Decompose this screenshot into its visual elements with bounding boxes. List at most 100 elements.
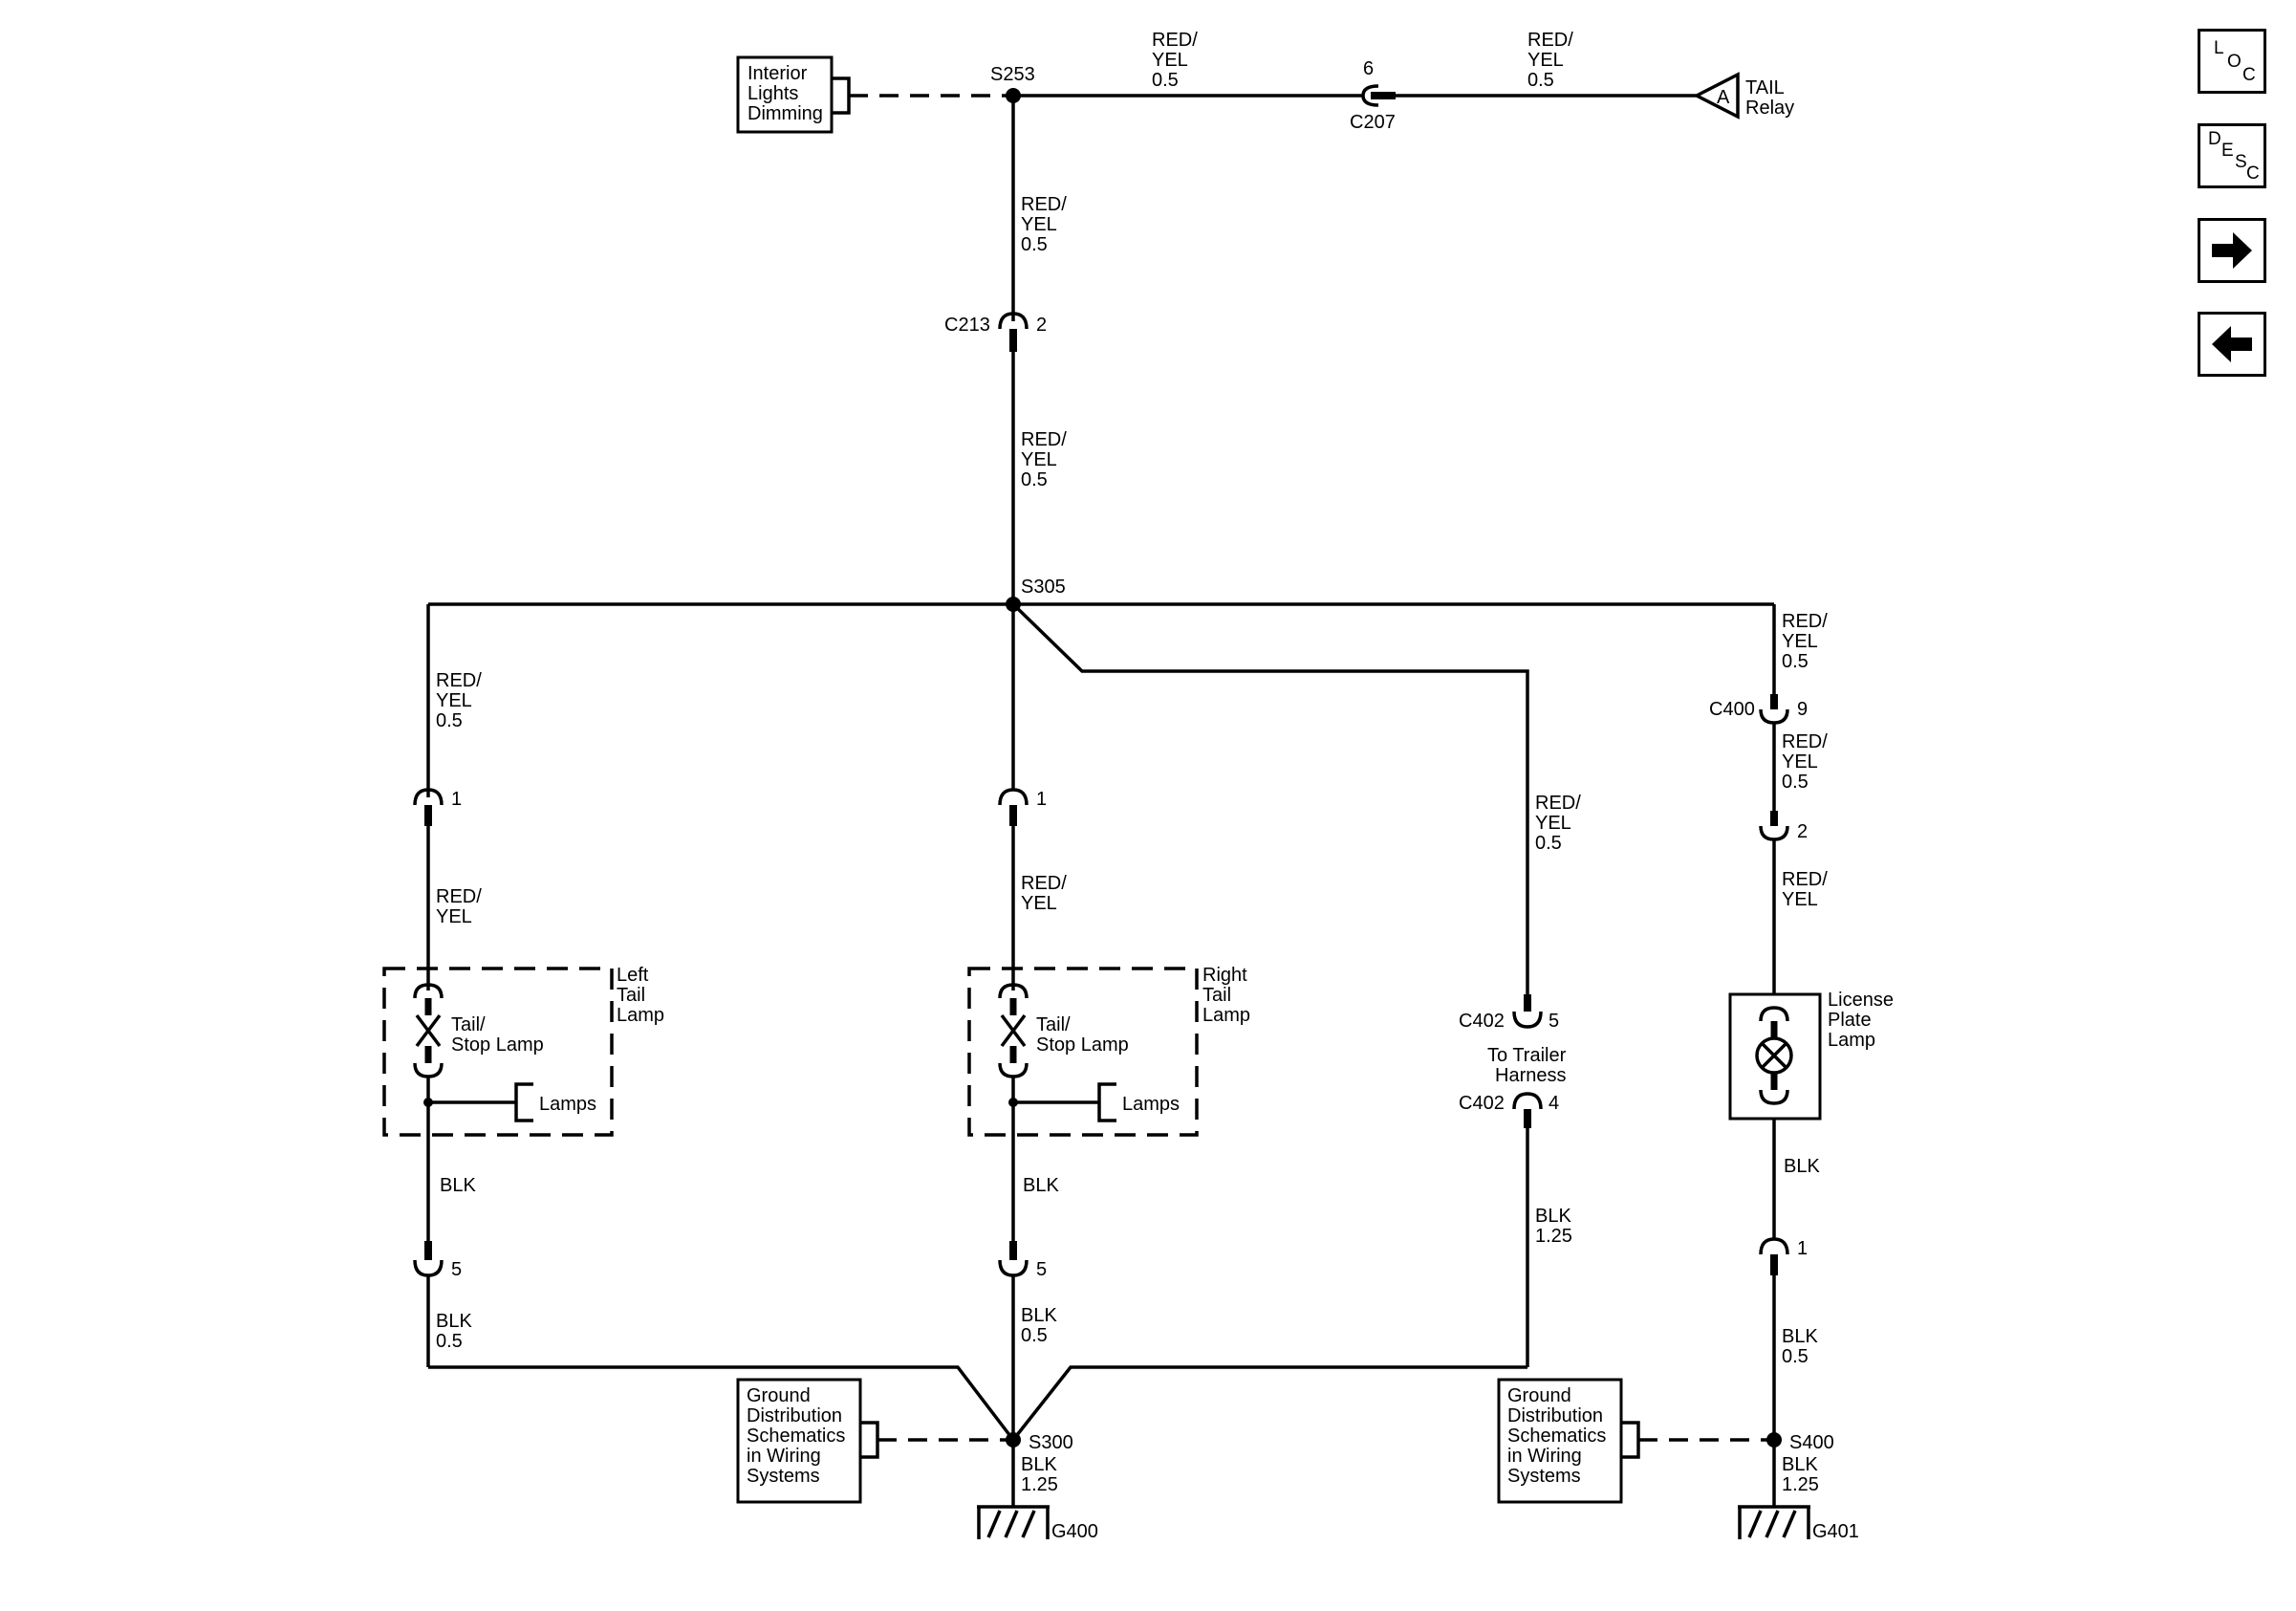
loc-button[interactable]: L O C	[2198, 29, 2266, 94]
s305-label: S305	[1021, 577, 1066, 598]
g401-label: G401	[1812, 1521, 1859, 1542]
wire-label-r1-1: RED/	[1782, 611, 1828, 632]
desc-letter-e: E	[2221, 141, 2234, 161]
wire-label-v2-3: 0.5	[1021, 469, 1048, 490]
wire-label-r1-3: 0.5	[1782, 651, 1809, 672]
ground-dist-right-3: Schematics	[1507, 1426, 1606, 1447]
wire-label-t1-3: 0.5	[1535, 833, 1562, 854]
wire-label-l2-1: RED/	[436, 886, 482, 907]
ground-dist-left-2: Distribution	[747, 1405, 842, 1426]
left-tail-lamp-box: Left Tail Lamp Tail/ Stop Lamp Lamps	[382, 965, 664, 1137]
trailer-harness-label-2: Harness	[1495, 1065, 1566, 1086]
wire-label-top1-3: 0.5	[1152, 70, 1179, 91]
wire-label-l3: BLK	[440, 1175, 476, 1196]
tail-relay-pin: A	[1717, 87, 1730, 108]
wire-label-l1-3: 0.5	[436, 710, 463, 731]
wire-label-t2-2: 1.25	[1535, 1226, 1572, 1247]
wire-label-m3: BLK	[1023, 1175, 1059, 1196]
left-lamps-label: Lamps	[539, 1094, 596, 1115]
c207-pin: 6	[1363, 58, 1374, 79]
right-tail-stop-label-1: Tail/	[1036, 1014, 1071, 1035]
interior-lights-label-2: Lights	[747, 83, 798, 104]
ground-dist-right-1: Ground	[1507, 1385, 1571, 1406]
loc-letter-o: O	[2227, 52, 2242, 72]
s400-label: S400	[1789, 1432, 1834, 1453]
c402-label-b: C402	[1459, 1093, 1505, 1114]
interior-lights-label-3: Dimming	[747, 103, 823, 124]
forward-button[interactable]	[2198, 218, 2266, 283]
wire-left-to-s300	[428, 1365, 1015, 1442]
wire-label-l4-2: 0.5	[436, 1331, 463, 1352]
right-tail-stop-label-2: Stop Lamp	[1036, 1034, 1129, 1056]
right-tail-lamp-label-1: Right	[1202, 965, 1247, 986]
wire-label-l4-1: BLK	[436, 1311, 472, 1332]
wire-label-l1-2: YEL	[436, 690, 472, 711]
left-conn-1-female	[413, 788, 444, 806]
right-lamps-label: Lamps	[1122, 1094, 1180, 1115]
wire-label-g400-2: 1.25	[1021, 1474, 1058, 1495]
license-plate-lamp-box: License Plate Lamp	[1728, 990, 1894, 1121]
mid-pin-5: 5	[1036, 1259, 1047, 1280]
ground-dist-right-2: Distribution	[1507, 1405, 1603, 1426]
wire-label-r2-2: YEL	[1782, 751, 1818, 773]
c400-b-female	[1759, 825, 1789, 841]
c402-b-female	[1512, 1092, 1543, 1110]
interior-lights-label-1: Interior	[747, 63, 808, 84]
splice-s400	[1766, 1432, 1782, 1448]
tail-relay-label-2: Relay	[1745, 98, 1794, 119]
wire-label-g400-1: BLK	[1021, 1454, 1057, 1475]
right-tail-lamp-box: Right Tail Lamp Tail/ Stop Lamp Lamps	[967, 965, 1250, 1137]
desc-letter-c: C	[2246, 163, 2260, 184]
wire-label-top2-2: YEL	[1527, 50, 1564, 71]
wire-label-r2-1: RED/	[1782, 731, 1828, 752]
wire-label-v1-1: RED/	[1021, 194, 1067, 215]
back-button[interactable]	[2198, 312, 2266, 377]
c400-pin2: 2	[1797, 821, 1808, 842]
s253-label: S253	[990, 64, 1035, 85]
c213-pin: 2	[1036, 315, 1047, 336]
ground-dist-left-4: in Wiring	[747, 1446, 821, 1467]
wire-label-t1-2: YEL	[1535, 813, 1571, 834]
wire-label-m4-1: BLK	[1021, 1305, 1057, 1326]
wire-label-g401-1: BLK	[1782, 1454, 1818, 1475]
right-tail-lamp-label-2: Tail	[1202, 985, 1231, 1006]
wire-label-r1-2: YEL	[1782, 631, 1818, 652]
wire-label-r3-2: YEL	[1782, 889, 1818, 910]
wire-label-m2-2: YEL	[1021, 893, 1057, 914]
loc-letter-l: L	[2214, 38, 2224, 58]
wire-label-g401-2: 1.25	[1782, 1474, 1819, 1495]
right-tail-lamp-label-3: Lamp	[1202, 1005, 1250, 1026]
tail-relay-terminal: A TAIL Relay	[1693, 72, 1794, 120]
license-lamp-label-3: Lamp	[1828, 1030, 1875, 1051]
left-pin-5: 5	[451, 1259, 462, 1280]
c402-pin-a: 5	[1549, 1011, 1559, 1032]
c402-pin-b: 4	[1549, 1093, 1559, 1114]
wire-label-t2-1: BLK	[1535, 1206, 1571, 1227]
c400-a-female	[1759, 708, 1789, 725]
c402-a-female	[1512, 1011, 1543, 1029]
lic-conn-1-female	[1759, 1237, 1789, 1255]
wire-label-v1-2: YEL	[1021, 214, 1057, 235]
left-pin-1: 1	[451, 789, 462, 810]
left-tail-lamp-label-3: Lamp	[617, 1005, 664, 1026]
ground-dist-right-5: Systems	[1507, 1466, 1581, 1487]
wire-label-r2-3: 0.5	[1782, 772, 1809, 793]
wire-label-t1-1: RED/	[1535, 793, 1581, 814]
ground-g401-icon	[1738, 1505, 1810, 1539]
desc-letter-s: S	[2235, 152, 2247, 172]
wire-label-r5-2: 0.5	[1782, 1346, 1809, 1367]
wire-label-top2-3: 0.5	[1527, 70, 1554, 91]
c213-label: C213	[944, 315, 990, 336]
mid-pin-1: 1	[1036, 789, 1047, 810]
license-lamp-label-1: License	[1828, 990, 1894, 1011]
desc-letter-d: D	[2208, 129, 2221, 149]
wire-label-top1-1: RED/	[1152, 30, 1198, 51]
desc-button[interactable]: D E S C	[2198, 123, 2266, 188]
tail-relay-label-1: TAIL	[1745, 77, 1785, 98]
c400-pin: 9	[1797, 699, 1808, 720]
ground-dist-right-4: in Wiring	[1507, 1446, 1582, 1467]
wire-label-l2-2: YEL	[436, 906, 472, 927]
ground-dist-left-3: Schematics	[747, 1426, 845, 1447]
left-tail-lamp-label-1: Left	[617, 965, 649, 986]
